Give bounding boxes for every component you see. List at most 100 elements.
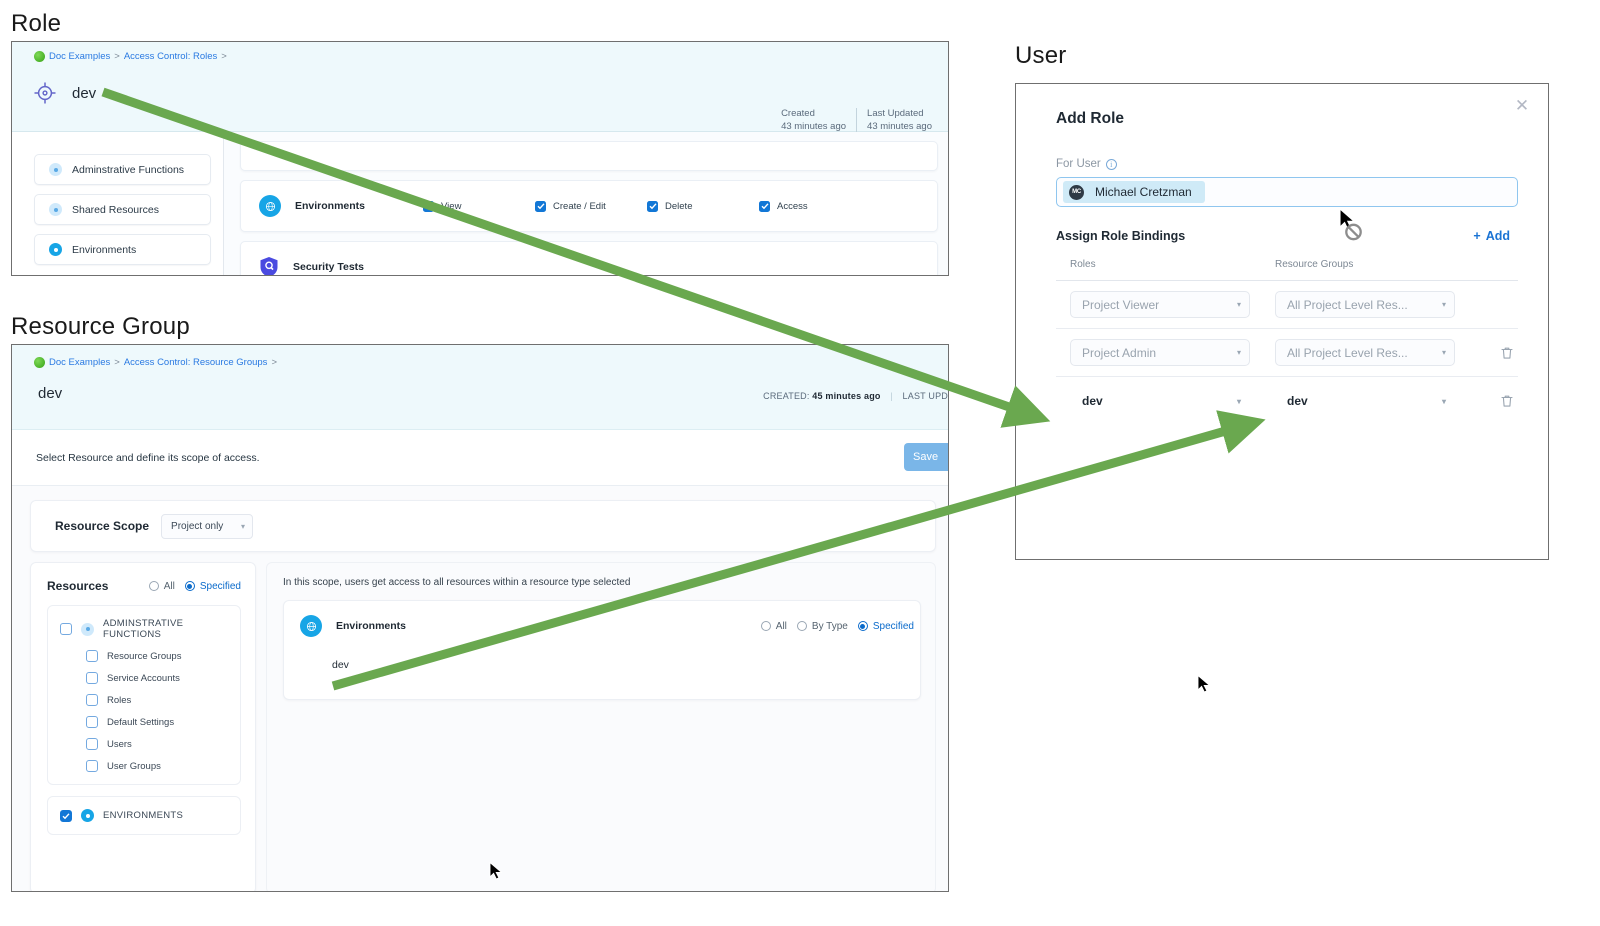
permission-access[interactable]: Access	[759, 200, 871, 212]
close-icon[interactable]: ✕	[1514, 96, 1530, 115]
resource-scope-select[interactable]: Project only ▾	[161, 513, 254, 539]
created-label: Created	[781, 108, 815, 119]
add-binding-button[interactable]: + Add	[1473, 229, 1518, 243]
sidebar-item-shared-resources[interactable]: Shared Resources	[34, 194, 211, 225]
chevron-down-icon: ▾	[1236, 300, 1241, 309]
group-label: ADMINSTRATIVE FUNCTIONS	[103, 618, 184, 640]
page-title: dev	[72, 84, 97, 102]
scope-card-name: Environments	[336, 620, 407, 632]
breadcrumb-project[interactable]: Doc Examples	[49, 51, 111, 62]
checkbox-item-default-settings[interactable]: Default Settings	[86, 716, 230, 728]
role-select-1[interactable]: Project Viewer ▾	[1070, 291, 1250, 318]
checkbox-icon[interactable]	[86, 650, 98, 662]
scope-card-radios: All By Type Specified	[751, 621, 914, 632]
checkbox-icon[interactable]	[86, 738, 98, 750]
checkbox-delete[interactable]	[647, 200, 659, 212]
permission-delete[interactable]: Delete	[647, 200, 759, 212]
binding-row-3-resource-group[interactable]: dev ▾	[1275, 388, 1455, 415]
breadcrumb-separator: >	[114, 51, 120, 62]
delete-binding-icon-2[interactable]	[1499, 345, 1515, 361]
info-icon[interactable]: i	[1105, 158, 1117, 170]
subheader-text: Select Resource and define its scope of …	[36, 451, 260, 464]
resource-name: Environments	[295, 200, 366, 212]
binding-row-1: Project Viewer ▾ All Project Level Res..…	[1056, 281, 1518, 329]
breadcrumb[interactable]: Doc Examples > Access Control: Resource …	[34, 357, 277, 368]
environments-icon	[300, 615, 322, 637]
binding-resource-group-cell: All Project Level Res... ▾	[1275, 291, 1471, 318]
binding-role-cell: Project Admin ▾	[1070, 339, 1275, 366]
role-select-2[interactable]: Project Admin ▾	[1070, 339, 1250, 366]
group-label: ENVIRONMENTS	[103, 810, 184, 821]
checkbox-label: Users	[107, 738, 132, 750]
radio-icon-selected	[857, 621, 868, 631]
add-role-dialog: ✕ Add Role For User i MC Michael Cretzma…	[1015, 83, 1549, 560]
checkbox-icon[interactable]	[86, 716, 98, 728]
checkbox-icon[interactable]	[86, 694, 98, 706]
checkbox-administrative-functions[interactable]	[60, 623, 72, 635]
permission-checkbox-group: View Create / Edit Delete Access	[423, 200, 937, 212]
target-crosshair-icon	[32, 80, 58, 106]
radio-label: All	[775, 620, 787, 632]
breadcrumb[interactable]: Doc Examples > Access Control: Roles >	[34, 51, 227, 62]
avatar: MC	[1069, 184, 1084, 200]
for-user-label: For User i	[1056, 158, 1518, 170]
chevron-down-icon: ▾	[1441, 348, 1446, 357]
checkbox-environments[interactable]	[60, 809, 72, 822]
resource-group-select-1[interactable]: All Project Level Res... ▾	[1275, 291, 1455, 318]
checkbox-item-user-groups[interactable]: User Groups	[86, 760, 230, 772]
checkbox-icon[interactable]	[86, 760, 98, 772]
breadcrumb-section[interactable]: Access Control: Roles	[123, 51, 218, 62]
permission-label: View	[441, 200, 462, 212]
checkbox-item-users[interactable]: Users	[86, 738, 230, 750]
resources-selector-panel: Resources All Specified ADMINSTRATIVE	[30, 562, 256, 891]
resource-group-subheader: Select Resource and define its scope of …	[12, 430, 948, 486]
checkbox-item-resource-groups[interactable]: Resource Groups	[86, 650, 230, 662]
checkbox-label: Service Accounts	[107, 672, 180, 684]
resource-group-select-2[interactable]: All Project Level Res... ▾	[1275, 339, 1455, 366]
checkbox-view[interactable]	[423, 200, 435, 212]
resource-scope-row: Resource Scope Project only ▾	[30, 500, 936, 552]
radio-resources-all[interactable]: All	[148, 581, 175, 592]
delete-binding-icon-3[interactable]	[1499, 393, 1515, 409]
radio-icon	[760, 621, 771, 631]
checkbox-create-edit[interactable]	[535, 200, 547, 212]
resource-group-value: dev	[1287, 394, 1308, 408]
permission-label: Delete	[665, 200, 693, 212]
radio-scope-specified[interactable]: Specified	[857, 621, 914, 632]
radio-icon	[796, 621, 807, 631]
user-chip[interactable]: MC Michael Cretzman	[1063, 181, 1205, 203]
breadcrumb-section[interactable]: Access Control: Resource Groups	[123, 357, 268, 368]
permission-card-partial	[240, 141, 938, 171]
environments-icon	[259, 195, 281, 217]
resource-group-administrative-functions: ADMINSTRATIVE FUNCTIONS Resource Groups …	[47, 605, 241, 785]
mouse-cursor-user-panel	[1197, 674, 1211, 700]
user-field[interactable]: MC Michael Cretzman	[1056, 177, 1518, 207]
resource-group-section-caption: Resource Group	[11, 313, 190, 340]
chevron-down-icon: ▾	[1441, 300, 1446, 309]
sidebar-item-administrative-functions[interactable]: Adminstrative Functions	[34, 154, 211, 185]
last-updated-label: Last Updated	[867, 108, 924, 119]
checkbox-item-roles[interactable]: Roles	[86, 694, 230, 706]
sidebar-item-environments[interactable]: Environments	[34, 234, 211, 265]
group-header[interactable]: ENVIRONMENTS	[60, 809, 230, 822]
checkbox-access[interactable]	[759, 200, 771, 212]
save-button[interactable]: Save	[904, 443, 948, 471]
radio-resources-specified[interactable]: Specified	[184, 581, 241, 592]
radio-icon	[148, 581, 159, 591]
add-label: Add	[1485, 229, 1510, 243]
radio-scope-by-type[interactable]: By Type	[796, 621, 848, 632]
user-section-caption: User	[1015, 42, 1067, 69]
radio-scope-all[interactable]: All	[760, 620, 787, 632]
checkbox-icon[interactable]	[86, 672, 98, 684]
checkbox-item-service-accounts[interactable]: Service Accounts	[86, 672, 230, 684]
scope-detail-item-dev[interactable]: dev	[332, 659, 349, 671]
role-permissions-area: Environments View Create / Edit Delet	[224, 132, 948, 275]
resource-name: Security Tests	[293, 261, 365, 273]
permission-create-edit[interactable]: Create / Edit	[535, 200, 647, 212]
group-header[interactable]: ADMINSTRATIVE FUNCTIONS	[60, 618, 230, 640]
permission-view[interactable]: View	[423, 200, 535, 212]
binding-row-2: Project Admin ▾ All Project Level Res...…	[1056, 329, 1518, 377]
blue-dot-icon	[49, 243, 62, 256]
binding-row-3-role[interactable]: dev ▾	[1070, 388, 1250, 415]
breadcrumb-project[interactable]: Doc Examples	[49, 357, 111, 368]
